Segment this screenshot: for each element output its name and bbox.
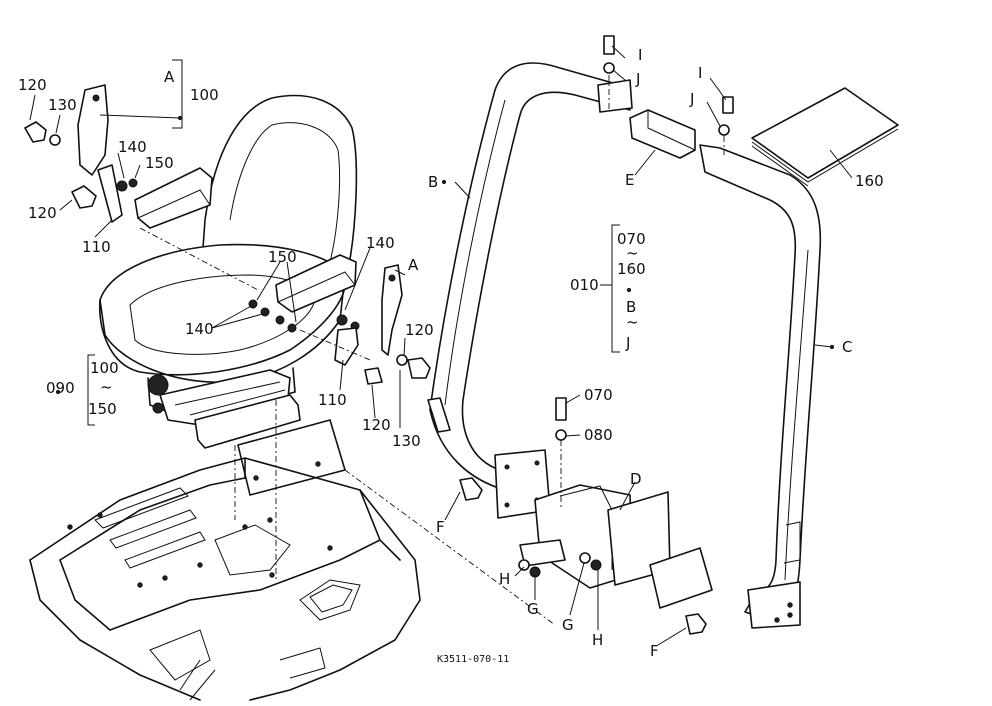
hardware-fasteners <box>459 35 734 635</box>
label-frame-b: B <box>428 173 438 191</box>
label-120b: 120 <box>28 204 57 222</box>
label-washer-h1: H <box>499 570 510 588</box>
label-010-a: 070 <box>617 230 646 248</box>
label-090-sep: ~ <box>100 378 113 396</box>
seat-bracket-left <box>24 84 138 223</box>
label-bolt-i2: I <box>698 64 702 82</box>
label-130a: 130 <box>48 96 77 114</box>
label-washer-j2: J <box>689 90 694 108</box>
label-130b: 130 <box>392 432 421 450</box>
label-bolt-f2: F <box>650 642 659 660</box>
label-washer-h2: H <box>592 631 603 649</box>
label-120c: 120 <box>405 321 434 339</box>
manual-plate <box>751 87 899 187</box>
assembly-centerlines <box>139 75 725 626</box>
label-group-a1: A <box>164 68 175 86</box>
label-bolt-f1: F <box>436 518 445 536</box>
label-120d: 120 <box>362 416 391 434</box>
label-010-sep2: ~ <box>626 313 639 331</box>
label-010-b: 160 <box>617 260 646 278</box>
label-010-sep1: ~ <box>626 244 639 262</box>
label-140a: 140 <box>118 138 147 156</box>
label-150a: 150 <box>145 154 174 172</box>
label-group-a2: A <box>408 256 419 274</box>
label-090-to: 150 <box>88 400 117 418</box>
leader-lines <box>29 45 853 646</box>
label-group-010: 010 <box>570 276 599 294</box>
label-100a: 100 <box>190 86 219 104</box>
label-bolt-i1: I <box>638 46 642 64</box>
part-number-labels: 120 130 140 150 120 110 A 100 150 140 14… <box>18 46 884 660</box>
label-010-d: J <box>625 334 630 352</box>
base-bracket-d <box>494 449 713 609</box>
label-nut-g1: G <box>527 600 539 618</box>
label-nut-g2: G <box>562 616 574 634</box>
label-bracket-e: E <box>625 171 634 189</box>
label-dots <box>55 115 835 395</box>
label-140c: 140 <box>366 234 395 252</box>
label-150b: 150 <box>268 248 297 266</box>
operator-seat <box>99 94 358 449</box>
label-140b: 140 <box>185 320 214 338</box>
tractor-platform <box>29 419 421 701</box>
label-washer-j1: J <box>635 70 640 88</box>
label-070: 070 <box>584 386 613 404</box>
label-120a: 120 <box>18 76 47 94</box>
label-160: 160 <box>855 172 884 190</box>
label-110b: 110 <box>318 391 347 409</box>
label-090-from: 100 <box>90 359 119 377</box>
label-080: 080 <box>584 426 613 444</box>
label-bracket-d: D <box>630 470 642 488</box>
rops-frame-c <box>699 144 822 629</box>
label-010-c: B <box>626 298 636 316</box>
label-group-090: 090 <box>46 379 75 397</box>
bracket-e <box>629 109 696 159</box>
label-110a: 110 <box>82 238 111 256</box>
figure-code: K3511-070-11 <box>437 654 509 665</box>
label-frame-c: C <box>842 338 852 356</box>
